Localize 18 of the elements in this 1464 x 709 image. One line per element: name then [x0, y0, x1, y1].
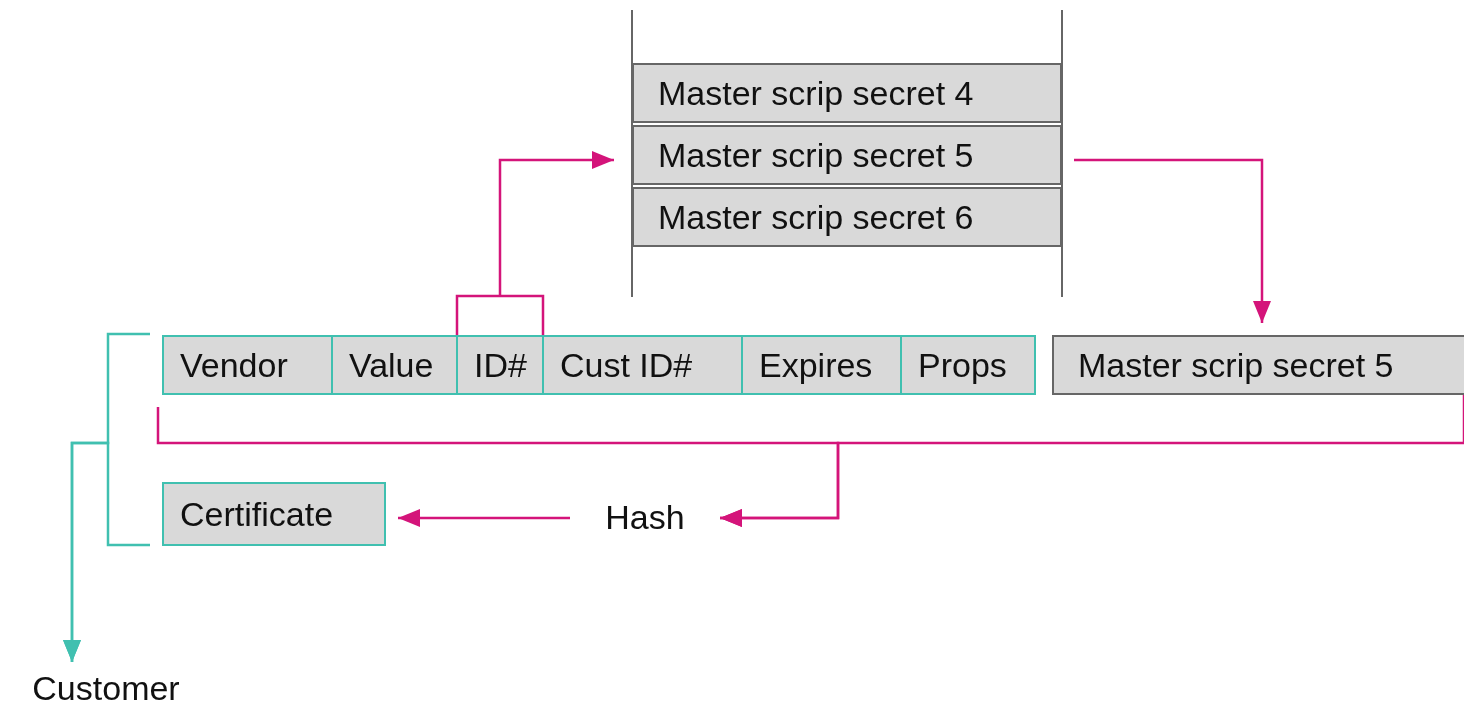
field-cell: Props	[900, 335, 1036, 395]
field-cell: Value	[331, 335, 458, 395]
secret-box: Master scrip secret 5	[632, 125, 1062, 185]
secret-box: Master scrip secret 6	[632, 187, 1062, 247]
text-label: Customer	[10, 668, 202, 708]
field-cell: Certificate	[162, 482, 386, 546]
arrow	[720, 395, 1464, 527]
secret-box: Master scrip secret 5	[1052, 335, 1464, 395]
arrow	[1074, 158, 1271, 323]
arrow	[398, 509, 570, 527]
arrow	[63, 441, 150, 662]
field-cell: Vendor	[162, 335, 333, 395]
text-label: Hash	[578, 494, 712, 540]
field-cell: Cust ID#	[542, 335, 743, 395]
arrow	[455, 151, 616, 337]
field-cell: ID#	[456, 335, 544, 395]
secret-box: Master scrip secret 4	[632, 63, 1062, 123]
field-cell: Expires	[741, 335, 902, 395]
